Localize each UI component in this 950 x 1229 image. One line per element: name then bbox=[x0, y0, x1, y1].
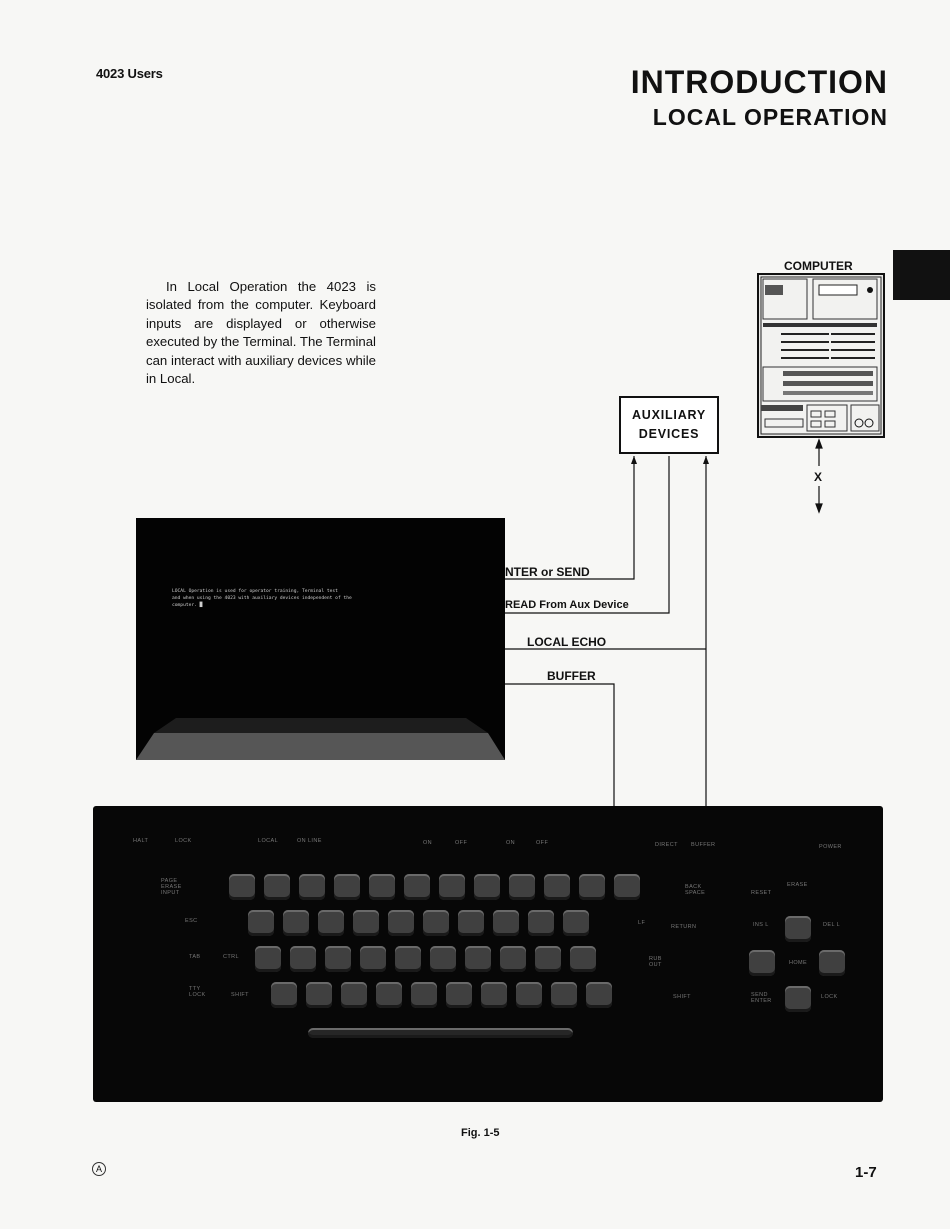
keypad-key bbox=[785, 916, 811, 942]
key bbox=[579, 874, 605, 900]
kb-label-esc: ESC bbox=[185, 918, 198, 924]
kb-label-lf: LF bbox=[638, 920, 645, 926]
key bbox=[318, 910, 344, 936]
key bbox=[493, 910, 519, 936]
kb-label-power: POWER bbox=[819, 844, 842, 850]
terminal-keyboard: HALT LOCK LOCAL ON LINE ON OFF ON OFF DI… bbox=[93, 806, 883, 1102]
kb-label-send-enter: SEND ENTER bbox=[751, 992, 773, 1004]
kb-label-ctrl: CTRL bbox=[223, 954, 239, 960]
kb-label-tab: TAB bbox=[189, 954, 201, 960]
screen-reflection bbox=[136, 518, 505, 760]
kb-label-off1: OFF bbox=[455, 840, 467, 846]
screen-text: LOCAL Operation is used for operator tra… bbox=[172, 588, 352, 609]
key bbox=[283, 910, 309, 936]
key bbox=[290, 946, 316, 972]
signal-echo-label: LOCAL ECHO bbox=[527, 635, 606, 649]
key bbox=[376, 982, 402, 1008]
key bbox=[563, 910, 589, 936]
kb-label-del-l: DEL L bbox=[823, 922, 840, 928]
kb-label-page-erase: PAGE ERASE INPUT bbox=[161, 878, 183, 896]
key bbox=[528, 910, 554, 936]
signal-send-label: NTER or SEND bbox=[505, 565, 590, 579]
terminal-screen bbox=[136, 518, 505, 760]
key bbox=[535, 946, 561, 972]
screen-line: and when using the 4023 with auxiliary d… bbox=[172, 595, 352, 602]
keypad-key bbox=[749, 950, 775, 976]
kb-label-halt: HALT bbox=[133, 838, 148, 844]
key bbox=[306, 982, 332, 1008]
key bbox=[341, 982, 367, 1008]
key bbox=[395, 946, 421, 972]
kb-label-on1: ON bbox=[423, 840, 432, 846]
key bbox=[388, 910, 414, 936]
figure-caption: Fig. 1-5 bbox=[461, 1127, 500, 1139]
kb-label-off2: OFF bbox=[536, 840, 548, 846]
kb-label-rub-out: RUB OUT bbox=[649, 956, 663, 968]
key bbox=[551, 982, 577, 1008]
keypad-key bbox=[785, 986, 811, 1012]
key bbox=[411, 982, 437, 1008]
key bbox=[446, 982, 472, 1008]
key bbox=[248, 910, 274, 936]
kb-label-lock: LOCK bbox=[175, 838, 192, 844]
key bbox=[264, 874, 290, 900]
kb-label-on2: ON bbox=[506, 840, 515, 846]
signal-read-label: READ From Aux Device bbox=[505, 599, 629, 611]
key bbox=[229, 874, 255, 900]
key bbox=[430, 946, 456, 972]
key bbox=[458, 910, 484, 936]
kb-label-tty-lock: TTY LOCK bbox=[189, 986, 209, 998]
kb-label-buffer: BUFFER bbox=[691, 842, 715, 848]
key bbox=[465, 946, 491, 972]
key bbox=[570, 946, 596, 972]
key bbox=[474, 874, 500, 900]
keypad-key bbox=[819, 950, 845, 976]
kb-label-online: ON LINE bbox=[297, 838, 322, 844]
key bbox=[423, 910, 449, 936]
kb-label-local: LOCAL bbox=[258, 838, 278, 844]
key bbox=[334, 874, 360, 900]
page-number: 1-7 bbox=[855, 1164, 877, 1181]
kb-label-shift-right: SHIFT bbox=[673, 994, 691, 1000]
key bbox=[271, 982, 297, 1008]
key bbox=[439, 874, 465, 900]
key bbox=[586, 982, 612, 1008]
space-bar bbox=[308, 1028, 573, 1038]
kb-label-back-space: BACK SPACE bbox=[685, 884, 709, 896]
kb-label-home: HOME bbox=[789, 960, 807, 966]
key bbox=[500, 946, 526, 972]
key bbox=[325, 946, 351, 972]
copyright-mark: A bbox=[92, 1162, 106, 1176]
key bbox=[299, 874, 325, 900]
key bbox=[614, 874, 640, 900]
kb-label-return: RETURN bbox=[671, 924, 696, 930]
key bbox=[353, 910, 379, 936]
key bbox=[369, 874, 395, 900]
signal-buffer-label: BUFFER bbox=[547, 669, 596, 683]
kb-label-reset: RESET bbox=[751, 890, 771, 896]
key bbox=[544, 874, 570, 900]
kb-label-shift: SHIFT bbox=[231, 992, 249, 998]
kb-label-direct: DIRECT bbox=[655, 842, 678, 848]
key bbox=[404, 874, 430, 900]
kb-label-erase: ERASE bbox=[787, 882, 808, 888]
screen-line: computer. █ bbox=[172, 602, 352, 609]
key bbox=[509, 874, 535, 900]
kb-label-ins-l: INS L bbox=[753, 922, 769, 928]
key bbox=[255, 946, 281, 972]
screen-line: LOCAL Operation is used for operator tra… bbox=[172, 588, 352, 595]
key bbox=[516, 982, 542, 1008]
key bbox=[481, 982, 507, 1008]
key bbox=[360, 946, 386, 972]
kb-label-lock-right: LOCK bbox=[821, 994, 838, 1000]
